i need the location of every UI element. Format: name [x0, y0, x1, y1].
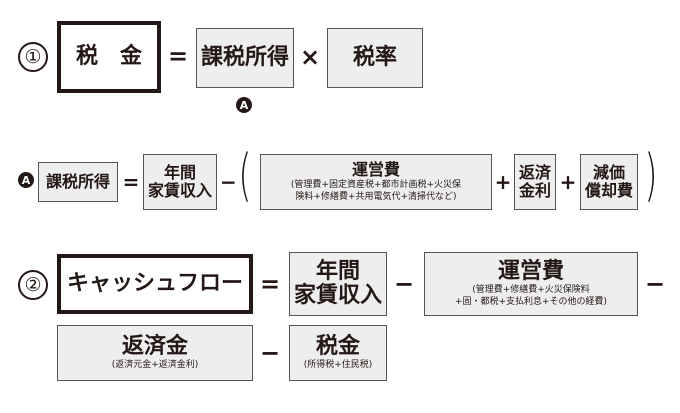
equals-sign: = [167, 42, 189, 70]
marker-a-badge: A [236, 97, 252, 113]
tax-box: 税 金 [57, 21, 161, 93]
annual-rent-box-a: 年間 家賃収入 [143, 154, 217, 210]
operating-cost-detail-2-line2: +固・都税+支払利息+その他の経費) [454, 297, 608, 308]
annual-rent-2-line2: 家賃収入 [293, 283, 382, 308]
marker-a-badge-definition: A [18, 172, 34, 188]
depreciation-box: 減価 償却費 [580, 154, 638, 210]
minus-sign-a: − [220, 170, 237, 194]
taxable-income-label: 課税所得 [200, 44, 289, 70]
tax-label: 税 金 [75, 43, 142, 69]
repayment-box: 返済金 (返済元金+返済金利) [57, 325, 253, 381]
repayment-detail: (返済元金+返済金利) [111, 360, 199, 371]
principal-line1: 返済 [518, 162, 551, 182]
operating-cost-title-2: 運営費 [497, 258, 564, 284]
operating-cost-detail-a-line1: (管理費+固定資産税+都市計画税+火災保 [290, 180, 462, 191]
cash-flow-label: キャッシュフロー [66, 270, 243, 296]
open-paren: ( [238, 143, 252, 208]
annual-rent-2-line1: 年間 [315, 258, 360, 284]
times-sign: × [299, 43, 321, 71]
cash-flow-box: キャッシュフロー [57, 254, 253, 314]
tax-rate-label: 税率 [352, 44, 397, 70]
repayment-title: 返済金 [121, 333, 188, 359]
formula-number-1: ① [18, 42, 48, 72]
tax-rate-box: 税率 [327, 28, 423, 88]
annual-rent-box-2: 年間 家賃収入 [289, 252, 387, 316]
formula-number-2: ② [18, 270, 48, 300]
operating-cost-title-a: 運営費 [351, 159, 400, 179]
close-paren: ) [644, 143, 658, 208]
taxable-income-def-box: 課税所得 [38, 162, 118, 202]
operating-cost-box-2: 運営費 (管理費+修繕費+火災保険料 +固・都税+支払利息+その他の経費) [424, 252, 638, 316]
equals-sign-2: = [259, 270, 281, 298]
operating-cost-detail-a-line2: 険料+修繕費+共用電気代+清掃代など) [295, 192, 457, 203]
principal-line2: 金利 [518, 181, 551, 200]
tax-title-2: 税金 [315, 333, 360, 359]
minus-sign-2a: − [393, 270, 415, 298]
equals-sign-a: = [122, 170, 140, 194]
tax-detail-2: (所得税+住民税) [303, 360, 373, 371]
tax-box-2: 税金 (所得税+住民税) [289, 325, 387, 381]
operating-cost-detail-2-line1: (管理費+修繕費+火災保険料 [472, 284, 590, 295]
operating-cost-box-a: 運営費 (管理費+固定資産税+都市計画税+火災保 険料+修繕費+共用電気代+清掃… [260, 154, 492, 210]
annual-rent-line2: 家賃収入 [147, 181, 212, 200]
minus-sign-2b: − [644, 270, 666, 298]
depreciation-line1: 減価 [592, 162, 625, 182]
minus-sign-2c: − [259, 339, 281, 367]
principal-interest-box: 返済 金利 [514, 154, 556, 210]
plus-sign-a2: + [559, 170, 577, 194]
taxable-income-box: 課税所得 [196, 28, 294, 88]
taxable-income-def-label: 課税所得 [45, 171, 110, 191]
depreciation-line2: 償却費 [584, 181, 633, 200]
plus-sign-a1: + [494, 170, 512, 194]
annual-rent-line1: 年間 [163, 162, 196, 182]
